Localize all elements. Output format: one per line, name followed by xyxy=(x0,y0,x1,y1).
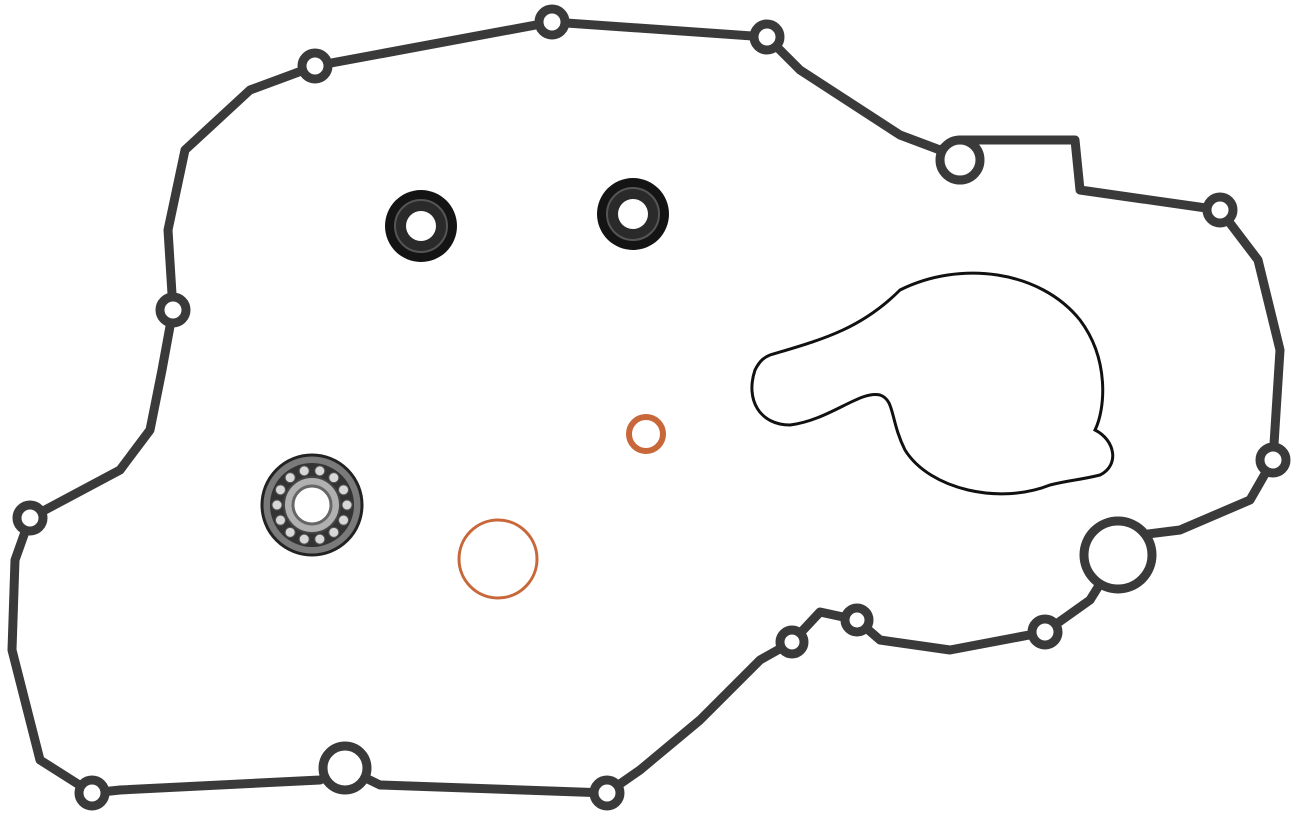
bolt-hole xyxy=(935,135,985,185)
copper-washer xyxy=(626,414,666,454)
bolt-hole xyxy=(840,603,874,637)
bearing-ball xyxy=(298,533,310,545)
ball-bearing xyxy=(260,453,364,557)
bolt-hole xyxy=(1027,614,1063,650)
oil-seal-right xyxy=(597,178,669,250)
bolt-hole xyxy=(1079,516,1157,594)
bearing-ball xyxy=(274,484,286,496)
oil-seal-left xyxy=(385,190,457,262)
bearing-ball xyxy=(328,526,340,538)
bolt-hole xyxy=(74,775,110,811)
bearing-ball xyxy=(314,533,326,545)
bearing-ball xyxy=(338,484,350,496)
outer-cover-gasket xyxy=(7,4,1291,811)
bearing-ball xyxy=(271,499,283,511)
bolt-hole xyxy=(1202,192,1238,228)
bolt-hole xyxy=(155,292,191,328)
bolt-hole xyxy=(534,4,570,40)
bolt-hole xyxy=(297,48,333,84)
bearing-ball xyxy=(274,514,286,526)
bearing-ball xyxy=(338,514,350,526)
bearing-ball xyxy=(328,472,340,484)
gasket-outline xyxy=(7,17,1285,798)
bolt-hole xyxy=(749,19,785,55)
bearing-ball xyxy=(284,472,296,484)
bolt-hole xyxy=(589,775,625,811)
bearing-ball xyxy=(284,526,296,538)
bolt-hole xyxy=(318,741,372,795)
bearing-ball xyxy=(298,465,310,477)
copper-o-ring xyxy=(457,518,539,600)
bolt-hole xyxy=(1255,442,1291,478)
bolt-hole xyxy=(775,625,809,659)
water-pump-gasket xyxy=(750,271,1115,496)
bearing-ball xyxy=(314,465,326,477)
bearing-ball xyxy=(341,499,353,511)
bolt-hole xyxy=(12,500,48,536)
